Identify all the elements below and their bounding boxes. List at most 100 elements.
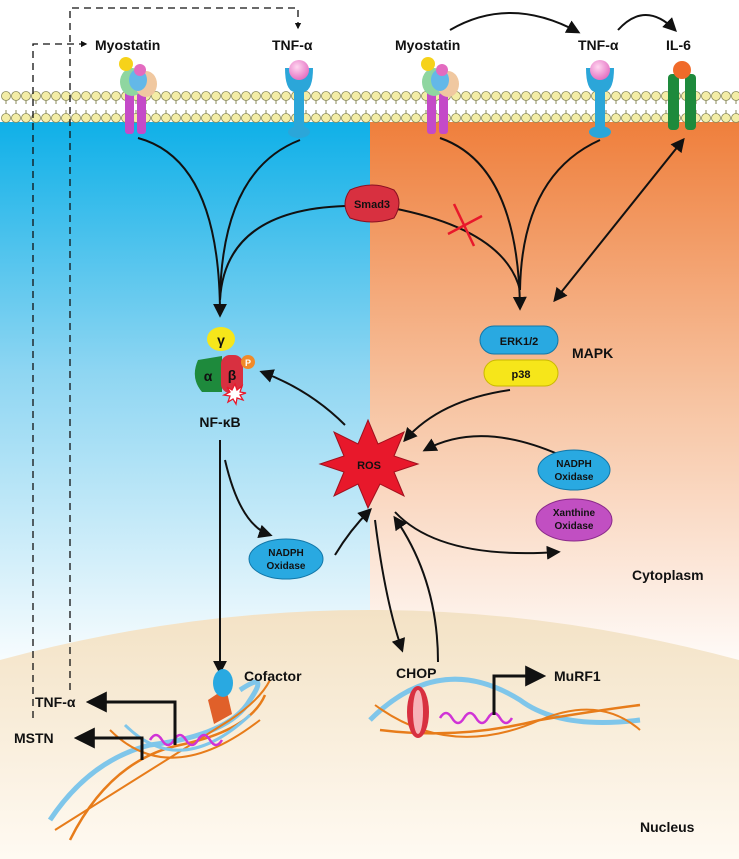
- lipid-head: [331, 113, 341, 123]
- nadph-left-line2: Oxidase: [267, 561, 306, 572]
- gene-arrows-left: [73, 691, 177, 760]
- lipid-head: [241, 91, 251, 101]
- p38-label: p38: [512, 369, 531, 381]
- lipid-head: [221, 113, 231, 123]
- nfkb-complex: γ α β P NF-κB: [194, 327, 255, 430]
- lipid-head: [101, 91, 111, 101]
- lipid-head: [381, 113, 391, 123]
- lipid-head: [151, 91, 161, 101]
- nadph-right-line2: Oxidase: [555, 472, 594, 483]
- erk-label: ERK1/2: [500, 336, 539, 348]
- nfkb-label: NF-κB: [199, 414, 240, 430]
- lipid-head: [371, 91, 381, 101]
- dashed-feedback-arrows: [32, 7, 302, 718]
- lipid-head: [471, 113, 481, 123]
- lipid-head: [161, 113, 171, 123]
- phospho-label: P: [245, 358, 251, 368]
- lipid-head: [231, 91, 241, 101]
- lipid-head: [401, 91, 411, 101]
- p38-node: [483, 359, 559, 387]
- cofactor-label: Cofactor: [244, 668, 302, 684]
- lipid-head: [241, 113, 251, 123]
- chop-label: CHOP: [396, 665, 436, 681]
- lipid-head: [731, 91, 739, 101]
- lipid-head: [111, 91, 121, 101]
- lipid-head: [701, 91, 711, 101]
- myostatin-left-label: Myostatin: [95, 37, 160, 53]
- lipid-head: [621, 91, 631, 101]
- lipid-head: [41, 91, 51, 101]
- lipid-head: [581, 113, 591, 123]
- myostatin-receptor-right: [421, 57, 459, 134]
- lipid-head: [641, 113, 651, 123]
- lipid-head: [391, 113, 401, 123]
- lipid-head: [61, 91, 71, 101]
- nadph-oxidase-left: NADPH Oxidase: [248, 538, 324, 580]
- lipid-head: [21, 113, 31, 123]
- lipid-head: [31, 91, 41, 101]
- murf1-gene-arrow: [492, 665, 547, 715]
- lipid-head: [531, 113, 541, 123]
- lipid-head: [711, 91, 721, 101]
- nfkb-beta-subunit: [221, 355, 243, 393]
- lipid-head: [551, 113, 561, 123]
- mapk-complex: ERK1/2 p38 MAPK: [479, 325, 613, 387]
- lipid-head: [321, 91, 331, 101]
- lipid-head: [31, 113, 41, 123]
- lipid-head: [491, 91, 501, 101]
- lipid-head: [1, 113, 11, 123]
- lipid-head: [281, 113, 291, 123]
- lipid-head: [11, 113, 21, 123]
- lipid-head: [51, 113, 61, 123]
- lipid-head: [251, 113, 261, 123]
- lipid-head: [561, 91, 571, 101]
- lipid-head: [271, 113, 281, 123]
- lipid-head: [621, 113, 631, 123]
- lipid-head: [81, 91, 91, 101]
- nfkb-gamma-subunit: [207, 327, 235, 351]
- lipid-head: [541, 113, 551, 123]
- lipid-head: [231, 113, 241, 123]
- lipid-head: [311, 113, 321, 123]
- cytoplasm-label: Cytoplasm: [632, 567, 704, 583]
- ros-node: ROS: [318, 418, 420, 510]
- lipid-head: [571, 91, 581, 101]
- lipid-head: [21, 91, 31, 101]
- lipid-head: [521, 91, 531, 101]
- lipid-head: [651, 91, 661, 101]
- tnf-gene-label: TNF-α: [35, 694, 76, 710]
- lipid-head: [151, 113, 161, 123]
- nadph-oxidase-right: NADPH Oxidase: [537, 449, 611, 491]
- lipid-head: [361, 113, 371, 123]
- signaling-arrows: [137, 137, 685, 675]
- lipid-head: [41, 113, 51, 123]
- lipid-head: [351, 91, 361, 101]
- lipid-head: [261, 91, 271, 101]
- ubiquitin-burst: [221, 382, 247, 406]
- lipid-head: [281, 91, 291, 101]
- nucleus-label: Nucleus: [640, 819, 695, 835]
- lipid-head: [181, 113, 191, 123]
- lipid-head: [721, 113, 731, 123]
- lipid-head: [411, 91, 421, 101]
- lipid-head: [501, 113, 511, 123]
- cofactor-complex: Cofactor: [208, 668, 302, 724]
- top-arrows: [449, 12, 677, 34]
- lipid-head: [731, 113, 739, 123]
- nfkb-beta-label: β: [228, 367, 237, 383]
- lipid-head: [491, 113, 501, 123]
- lipid-head: [201, 113, 211, 123]
- ros-label: ROS: [357, 460, 381, 472]
- xanthine-oxidase: Xanthine Oxidase: [535, 498, 613, 542]
- mstn-gene-label: MSTN: [14, 730, 54, 746]
- lipid-head: [271, 91, 281, 101]
- lipid-head: [481, 113, 491, 123]
- lipid-head: [221, 91, 231, 101]
- lipid-head: [531, 91, 541, 101]
- lipid-head: [311, 91, 321, 101]
- lipid-head: [261, 113, 271, 123]
- lipid-head: [631, 91, 641, 101]
- lipid-head: [321, 113, 331, 123]
- lipid-head: [351, 113, 361, 123]
